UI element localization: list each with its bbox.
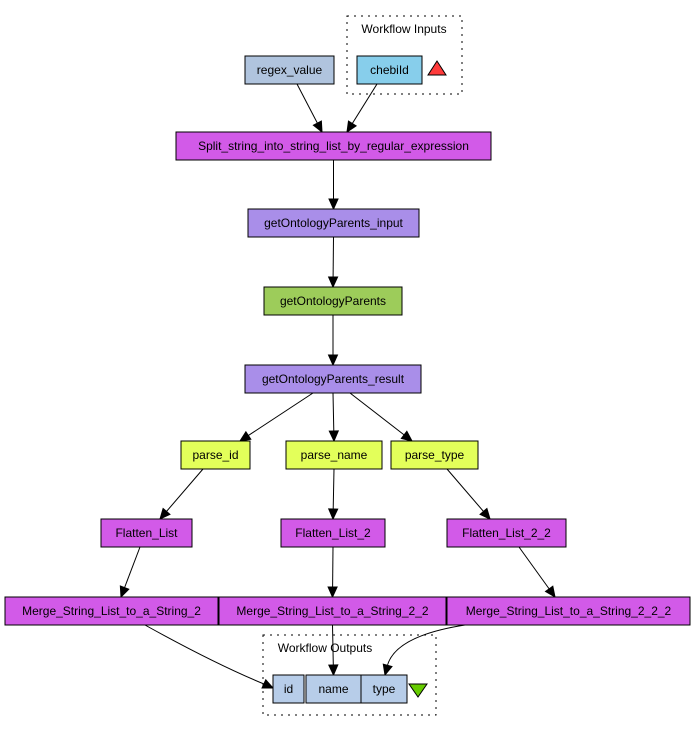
node-box <box>4 596 219 626</box>
node-box <box>446 596 691 626</box>
node-gop-input[interactable]: getOntologyParents_input <box>247 208 420 238</box>
cluster-inputs <box>346 15 463 95</box>
node-box <box>360 674 408 704</box>
node-box <box>285 440 383 470</box>
node-merge1[interactable]: Merge_String_List_to_a_String_2 <box>4 596 219 626</box>
node-label: regex_value <box>257 63 323 77</box>
arrowhead-icon <box>327 586 338 599</box>
node-label: id <box>284 682 293 696</box>
node-label: Merge_String_List_to_a_String_2_2 <box>236 604 428 618</box>
node-flatten3[interactable]: Flatten_List_2_2 <box>446 518 567 548</box>
node-flatten1[interactable]: Flatten_List <box>100 518 193 548</box>
arrowhead-icon <box>328 430 340 443</box>
edge-parse_id-to-flatten1 <box>159 468 204 520</box>
node-label: Split_string_into_string_list_by_regular… <box>198 139 469 153</box>
node-label: Flatten_List_2 <box>295 526 371 540</box>
arrowhead-icon <box>261 678 275 689</box>
input-triangle-icon <box>427 60 447 76</box>
node-label: parse_id <box>192 448 238 462</box>
node-label: getOntologyParents_input <box>264 216 403 230</box>
arrowhead-icon <box>328 664 339 677</box>
node-chebiId[interactable]: chebiId <box>356 55 423 85</box>
edge-parse_type-to-flatten3 <box>446 468 491 520</box>
node-parse-type[interactable]: parse_type <box>390 440 479 470</box>
cluster-outputs-label: Workflow Outputs <box>278 641 372 655</box>
arrowhead-icon <box>479 507 491 520</box>
node-box <box>356 55 423 85</box>
edge-merge1-to-out_id <box>144 624 265 685</box>
node-split[interactable]: Split_string_into_string_list_by_regular… <box>175 131 492 161</box>
arrowhead-icon <box>328 198 339 211</box>
arrowhead-icon <box>312 120 323 134</box>
node-out-type[interactable]: type <box>360 674 408 704</box>
arrowhead-icon <box>400 430 413 442</box>
arrowhead-icon <box>119 585 130 599</box>
node-box <box>272 674 305 704</box>
node-parse-name[interactable]: parse_name <box>285 440 383 470</box>
node-box <box>446 518 567 548</box>
node-label: getOntologyParents <box>280 294 386 308</box>
node-box <box>244 55 335 85</box>
node-box <box>390 440 479 470</box>
arrowhead-icon <box>327 354 339 367</box>
node-label: parse_name <box>301 448 368 462</box>
node-label: Flatten_List <box>115 526 178 540</box>
node-gop-result[interactable]: getOntologyParents_result <box>244 364 422 394</box>
node-box <box>180 440 251 470</box>
node-flatten2[interactable]: Flatten_List_2 <box>280 518 386 548</box>
node-label: Flatten_List_2_2 <box>462 526 551 540</box>
edge-merge3-to-out_type <box>386 624 466 668</box>
arrowhead-icon <box>346 120 358 134</box>
node-merge3[interactable]: Merge_String_List_to_a_String_2_2_2 <box>446 596 691 626</box>
arrowhead-icon <box>238 430 252 442</box>
node-box <box>244 364 422 394</box>
node-label: Merge_String_List_to_a_String_2 <box>22 604 201 618</box>
node-box <box>305 674 362 704</box>
edge-gop_result-to-parse_type <box>349 392 413 442</box>
node-box <box>280 518 386 548</box>
node-out-name[interactable]: name <box>305 674 362 704</box>
node-box <box>100 518 193 548</box>
output-triangle-icon <box>408 683 428 698</box>
node-label: getOntologyParents_result <box>262 372 405 386</box>
arrowhead-icon <box>327 508 339 521</box>
node-label: chebiId <box>370 63 409 77</box>
node-parse-id[interactable]: parse_id <box>180 440 251 470</box>
arrowhead-icon <box>382 663 393 677</box>
node-label: Merge_String_List_to_a_String_2_2_2 <box>466 604 672 618</box>
node-label: type <box>373 682 396 696</box>
cluster-inputs-label: Workflow Inputs <box>361 22 446 36</box>
node-box <box>263 286 403 316</box>
node-gop[interactable]: getOntologyParents <box>263 286 403 316</box>
arrowhead-icon <box>159 507 171 520</box>
node-label: parse_type <box>405 448 465 462</box>
node-merge2[interactable]: Merge_String_List_to_a_String_2_2 <box>218 596 447 626</box>
edge-gop_result-to-parse_id <box>239 392 314 442</box>
arrowhead-icon <box>327 276 339 289</box>
node-label: name <box>318 682 348 696</box>
node-regex-value[interactable]: regex_value <box>244 55 335 85</box>
arrowhead-icon <box>544 585 556 598</box>
node-out-id[interactable]: id <box>272 674 305 704</box>
node-box <box>175 131 492 161</box>
node-box <box>247 208 420 238</box>
node-box <box>218 596 447 626</box>
